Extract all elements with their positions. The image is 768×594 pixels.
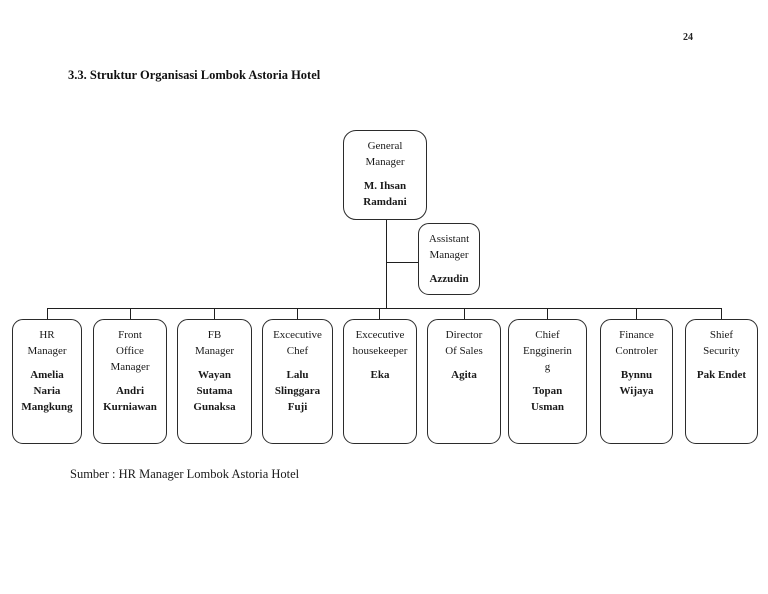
org-box-person-name: M. Ihsan Ramdani [363,180,407,208]
connector-stub [130,308,131,319]
org-box-person-name: Agita [451,369,477,381]
org-box-front-office-manager: Front Office Manager Andri Kurniawan [93,319,167,444]
org-box-title: Assistant Manager [428,233,470,261]
org-box-title: Front Office Manager [110,329,150,373]
connector-stub [297,308,298,319]
org-box-title: Director Of Sales [445,329,483,357]
connector-horizontal-rail [47,308,722,309]
org-box-fb-manager: FB Manager Wayan Sutama Gunaksa [177,319,252,444]
org-box-person-name: Pak Endet [696,369,747,381]
org-box-title: Shief Security [703,329,740,357]
source-caption: Sumber : HR Manager Lombok Astoria Hotel [70,467,300,481]
org-box-hr-manager: HR Manager Amelia Naria Mangkung [12,319,82,444]
page-number: 24 [683,32,693,43]
org-box-title: Excecutive housekeeper [352,329,408,357]
connector-stub [379,308,380,319]
org-box-executive-housekeeper: Excecutive housekeeper Eka [343,319,417,444]
org-box-person-name: Amelia Naria Mangkung [21,369,73,413]
section-title: 3.3. Struktur Organisasi Lombok Astoria … [68,68,321,82]
org-box-finance-controller: Finance Controler Bynnu Wijaya [600,319,673,444]
connector-stub [547,308,548,319]
org-box-person-name: Andri Kurniawan [103,385,157,413]
org-box-person-name: Eka [370,369,390,381]
org-box-title: General Manager [365,140,405,168]
org-box-title: FB Manager [194,329,235,357]
connector-stub [464,308,465,319]
connector-stub [636,308,637,319]
org-box-person-name: Azzudin [429,273,469,285]
org-box-executive-chef: Excecutive Chef Lalu Slinggara Fuji [262,319,333,444]
org-box-director-of-sales: Director Of Sales Agita [427,319,501,444]
connector-gm-vertical [386,220,387,309]
org-box-title: HR Manager [27,329,67,357]
org-box-person-name: Lalu Slinggara Fuji [274,369,321,413]
org-box-assistant-manager: Assistant Manager Azzudin [418,223,480,295]
connector-stub [214,308,215,319]
connector-assistant-manager [386,262,418,263]
org-box-general-manager: General Manager M. Ihsan Ramdani [343,130,427,220]
org-box-person-name: Bynnu Wijaya [619,369,654,397]
org-box-chief-security: Shief Security Pak Endet [685,319,758,444]
org-box-title: Excecutive Chef [273,329,322,357]
org-box-chief-engineering: Chief Engginerin g Topan Usman [508,319,587,444]
org-box-title: Finance Controler [615,329,658,357]
connector-stub [721,308,722,319]
connector-stub [47,308,48,319]
org-box-person-name: Topan Usman [530,385,564,413]
org-box-title: Chief Engginerin g [523,329,572,373]
org-box-person-name: Wayan Sutama Gunaksa [193,369,236,413]
